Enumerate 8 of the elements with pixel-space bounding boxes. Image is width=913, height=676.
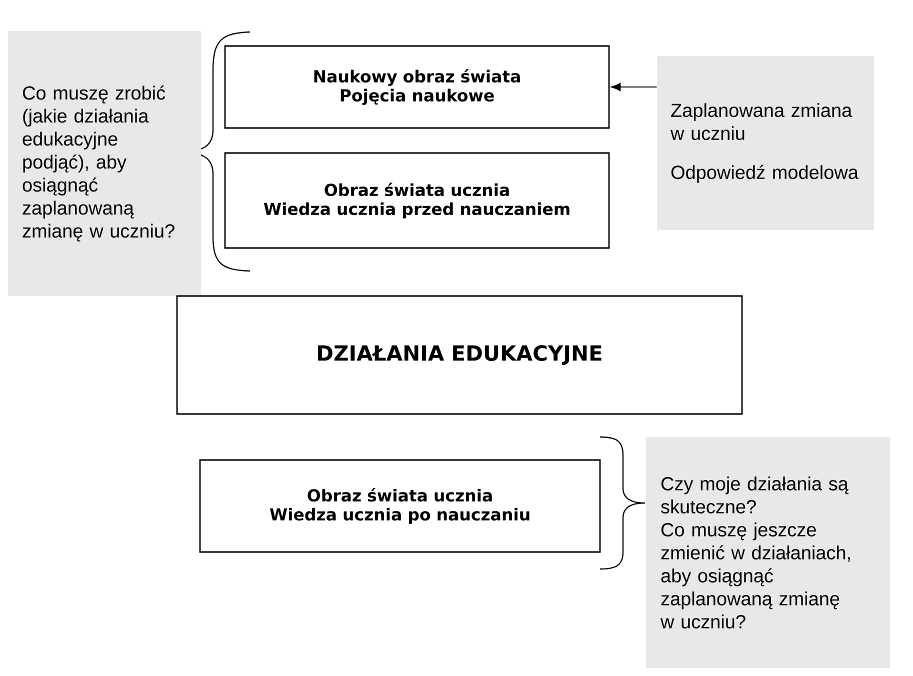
question-note: Czy moje działania są skuteczne? Co muszę jeszcze zmienić w działaniach, aby osiągnąć zaplanowaną zmianę w uczniu? xyxy=(646,437,890,668)
question-note: Zaplanowana zmiana w uczniu Odpowiedź modelowa xyxy=(657,56,874,230)
question-note: Co muszę zrobić (jakie działania edukacyjne podjąć), aby osiągnąć zaplanowaną zmianę w uczniu? xyxy=(8,31,201,296)
concept-box: Naukowy obraz świata Pojęcia naukowe xyxy=(224,45,610,129)
activity-box: DZIAŁANIA EDUKACYJNE xyxy=(176,295,743,415)
concept-box: Obraz świata ucznia Wiedza ucznia przed nauczaniem xyxy=(224,152,610,249)
concept-box: Obraz świata ucznia Wiedza ucznia po nauczaniu xyxy=(199,459,601,553)
arrow xyxy=(611,82,658,92)
